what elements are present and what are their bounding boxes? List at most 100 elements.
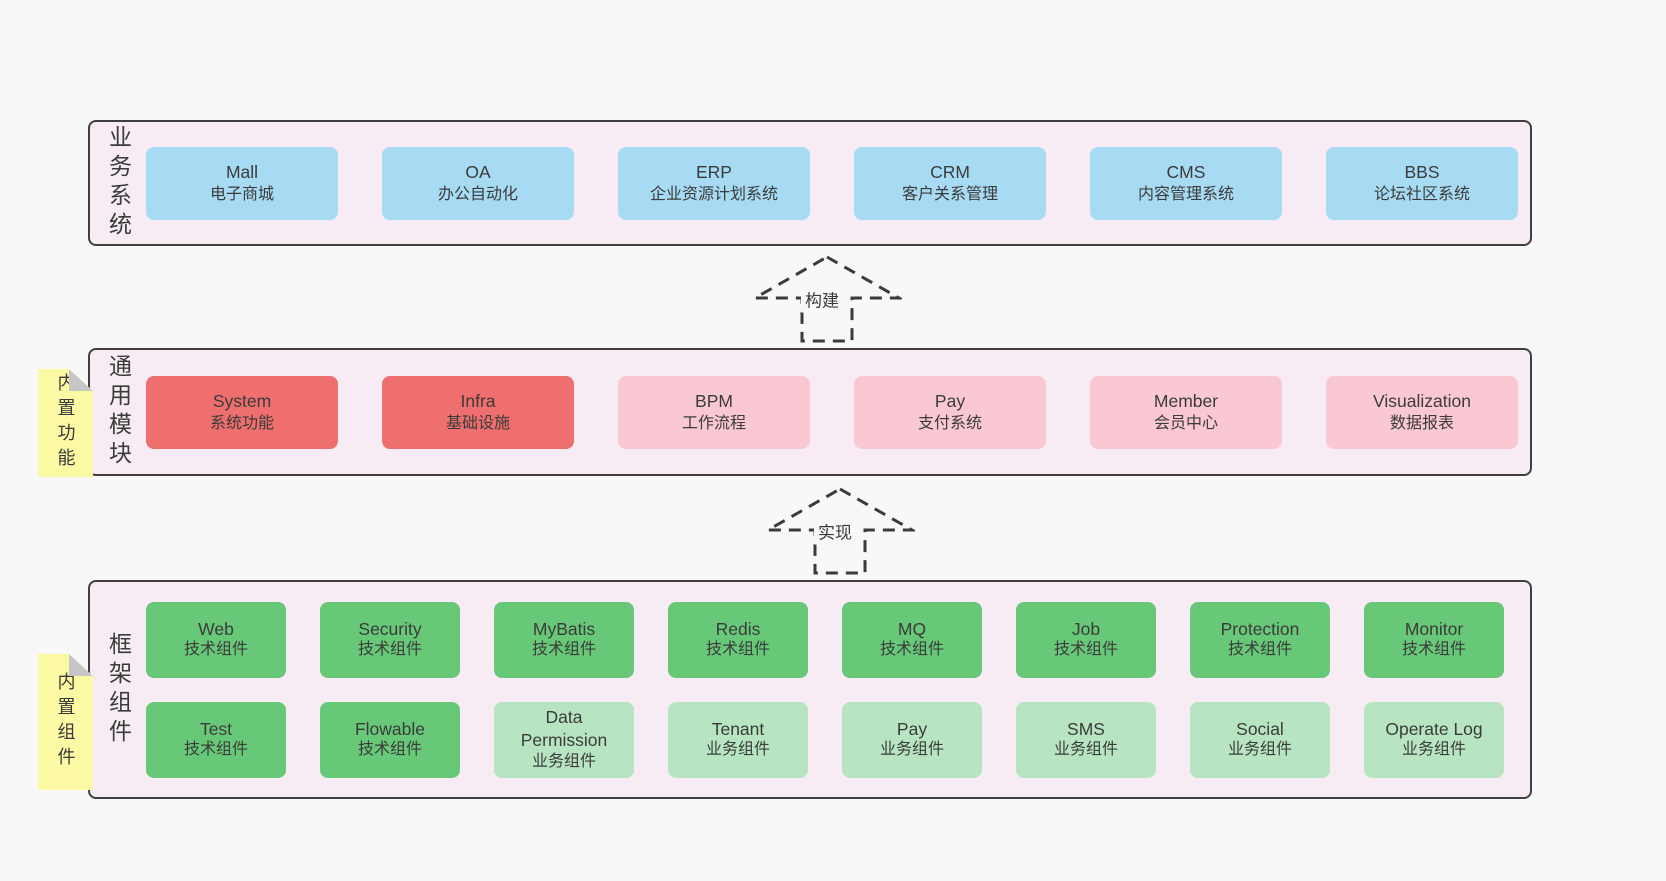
box-subtitle: 业务组件 xyxy=(879,741,944,759)
box-subtitle: 支付系统 xyxy=(917,415,982,433)
box-subtitle: 工作流程 xyxy=(681,415,746,433)
box-title: Operate Log xyxy=(1385,718,1483,739)
box-title: Protection xyxy=(1220,618,1300,639)
box-subtitle: 技术组件 xyxy=(1053,641,1118,659)
box-member: Member 会员中心 xyxy=(1090,375,1282,449)
box-social: Social 业务组件 xyxy=(1190,701,1330,778)
box-flowable: Flowable 技术组件 xyxy=(320,701,460,778)
box-title: Web xyxy=(198,618,234,639)
section-label-modules: 通用模块 xyxy=(105,354,132,470)
box-title: Redis xyxy=(715,618,761,639)
box-subtitle: 业务组件 xyxy=(1053,741,1118,759)
box-title: CMS xyxy=(1166,161,1206,182)
box-subtitle: 企业资源计划系统 xyxy=(649,186,778,204)
implement-arrow-label: 实现 xyxy=(813,517,856,545)
box-title: CRM xyxy=(930,161,970,182)
box-mq: MQ 技术组件 xyxy=(842,601,982,678)
box-subtitle: 技术组件 xyxy=(1227,641,1292,659)
box-crm: CRM 客户关系管理 xyxy=(854,146,1046,220)
common-modules-section: 通用模块 System 系统功能 Infra 基础设施 BPM 工作流程 Pay… xyxy=(88,348,1532,476)
up-arrow-icon xyxy=(765,487,915,575)
box-title: Social xyxy=(1236,718,1284,739)
box-subtitle: 会员中心 xyxy=(1153,415,1218,433)
box-pay-system: Pay 支付系统 xyxy=(854,375,1046,449)
box-title: BPM xyxy=(695,390,733,411)
box-subtitle: 基础设施 xyxy=(445,415,510,433)
business-boxes-row: Mall 电子商城 OA 办公自动化 ERP 企业资源计划系统 CRM 客户关系… xyxy=(146,122,1533,244)
sticky-note-label: 内置功能 xyxy=(55,373,76,473)
box-title: MQ xyxy=(897,618,927,639)
framework-components-section: 框架组件 Web 技术组件 Security 技术组件 MyBatis 技术组件… xyxy=(88,580,1532,799)
box-tenant: Tenant 业务组件 xyxy=(668,701,808,778)
box-subtitle: 客户关系管理 xyxy=(901,186,998,204)
box-subtitle: 技术组件 xyxy=(1401,641,1466,659)
box-subtitle: 技术组件 xyxy=(705,641,770,659)
box-title: MyBatis xyxy=(532,618,596,639)
sticky-note-built-in-features: 内置功能 xyxy=(38,369,93,477)
box-subtitle: 技术组件 xyxy=(183,641,248,659)
box-title: Flowable xyxy=(354,718,426,739)
implement-arrow: 实现 xyxy=(765,486,915,576)
sticky-note-label: 内置组件 xyxy=(55,672,76,772)
up-arrow-icon xyxy=(752,255,902,343)
box-web: Web 技术组件 xyxy=(146,601,286,678)
box-title: Mall xyxy=(225,161,259,182)
box-erp: ERP 企业资源计划系统 xyxy=(618,146,810,220)
box-subtitle: 业务组件 xyxy=(705,741,770,759)
box-redis: Redis 技术组件 xyxy=(668,601,808,678)
box-title: Visualization xyxy=(1373,390,1471,411)
box-sms: SMS 业务组件 xyxy=(1016,701,1156,778)
box-title: SMS xyxy=(1067,718,1105,739)
box-subtitle: 业务组件 xyxy=(1401,741,1466,759)
box-title: Job xyxy=(1071,618,1101,639)
box-data-permission: Data Permission 业务组件 xyxy=(494,701,634,778)
box-title: Infra xyxy=(460,390,496,411)
box-subtitle: 内容管理系统 xyxy=(1137,186,1234,204)
box-bpm: BPM 工作流程 xyxy=(618,375,810,449)
box-subtitle: 办公自动化 xyxy=(437,186,518,204)
box-title: OA xyxy=(465,161,491,182)
box-title: Member xyxy=(1153,390,1219,411)
box-test: Test 技术组件 xyxy=(146,701,286,778)
box-protection: Protection 技术组件 xyxy=(1190,601,1330,678)
build-arrow-label: 构建 xyxy=(800,285,843,313)
box-mybatis: MyBatis 技术组件 xyxy=(494,601,634,678)
box-title: BBS xyxy=(1404,161,1440,182)
box-security: Security 技术组件 xyxy=(320,601,460,678)
box-pay-component: Pay 业务组件 xyxy=(842,701,982,778)
box-operate-log: Operate Log 业务组件 xyxy=(1364,701,1504,778)
module-boxes-row: System 系统功能 Infra 基础设施 BPM 工作流程 Pay 支付系统… xyxy=(146,350,1533,474)
box-subtitle: 技术组件 xyxy=(183,741,248,759)
box-title: Monitor xyxy=(1404,618,1464,639)
box-title: Tenant xyxy=(711,718,765,739)
business-systems-section: 业务系统 Mall 电子商城 OA 办公自动化 ERP 企业资源计划系统 CRM… xyxy=(88,120,1532,246)
box-title: Security xyxy=(358,618,422,639)
build-arrow: 构建 xyxy=(752,254,902,344)
box-subtitle: 业务组件 xyxy=(531,752,596,770)
box-subtitle: 数据报表 xyxy=(1389,415,1454,433)
box-title: Pay xyxy=(934,390,966,411)
box-subtitle: 电子商城 xyxy=(209,186,274,204)
framework-boxes-grid: Web 技术组件 Security 技术组件 MyBatis 技术组件 Redi… xyxy=(146,582,1530,797)
box-mall: Mall 电子商城 xyxy=(146,146,338,220)
box-subtitle: 论坛社区系统 xyxy=(1373,186,1470,204)
section-label-framework: 框架组件 xyxy=(105,631,132,748)
box-system: System 系统功能 xyxy=(146,375,338,449)
section-label-business: 业务系统 xyxy=(105,125,132,241)
box-subtitle: 业务组件 xyxy=(1227,741,1292,759)
box-title: Pay xyxy=(896,718,928,739)
box-infra: Infra 基础设施 xyxy=(382,375,574,449)
box-monitor: Monitor 技术组件 xyxy=(1364,601,1504,678)
box-subtitle: 技术组件 xyxy=(357,741,422,759)
box-title: System xyxy=(212,390,272,411)
box-subtitle: 技术组件 xyxy=(531,641,596,659)
box-cms: CMS 内容管理系统 xyxy=(1090,146,1282,220)
box-bbs: BBS 论坛社区系统 xyxy=(1326,146,1518,220)
box-visualization: Visualization 数据报表 xyxy=(1326,375,1518,449)
box-oa: OA 办公自动化 xyxy=(382,146,574,220)
box-title: Test xyxy=(199,718,233,739)
box-subtitle: 系统功能 xyxy=(209,415,274,433)
box-job: Job 技术组件 xyxy=(1016,601,1156,678)
box-title: ERP xyxy=(696,161,732,182)
